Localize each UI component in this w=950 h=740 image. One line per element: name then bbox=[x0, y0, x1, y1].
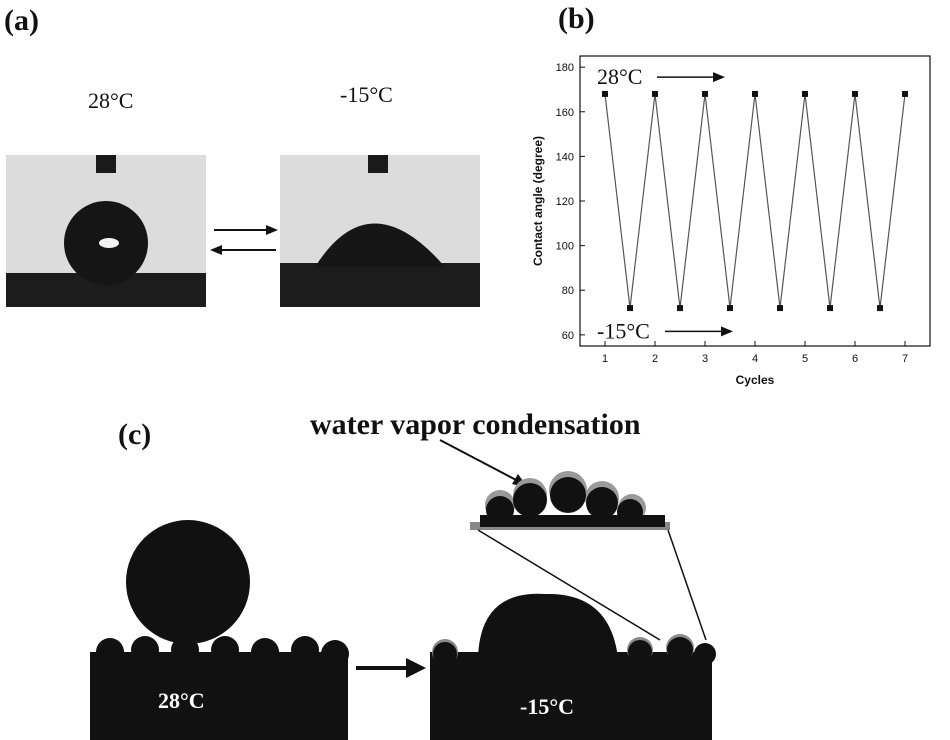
condensation-scheme: water vapor condensation bbox=[90, 408, 716, 740]
panel-label-b: (b) bbox=[558, 2, 595, 35]
data-point bbox=[852, 90, 858, 97]
x-tick-label: 6 bbox=[852, 353, 858, 365]
x-tick-label: 1 bbox=[602, 353, 608, 365]
data-point bbox=[677, 305, 683, 312]
x-tick-label: 2 bbox=[652, 353, 658, 365]
needle bbox=[368, 155, 388, 173]
series-line bbox=[604, 93, 906, 309]
x-tick-label: 4 bbox=[752, 353, 758, 365]
y-tick-label: 60 bbox=[562, 330, 574, 342]
reversible-arrows bbox=[210, 225, 278, 255]
right-droplet bbox=[478, 593, 618, 658]
chart-ticks: 60 80 100 120 140 160 180 1 2 3 4 5 6 7 bbox=[556, 62, 908, 365]
data-point bbox=[652, 90, 658, 97]
chart-series bbox=[602, 90, 908, 312]
scheme-right-temp: -15°C bbox=[520, 694, 574, 719]
left-substrate bbox=[90, 636, 349, 740]
chart-annotations: 28°C -15°C bbox=[597, 64, 733, 343]
needle bbox=[96, 155, 116, 173]
data-point bbox=[902, 90, 908, 97]
y-tick-label: 120 bbox=[556, 196, 574, 208]
y-tick-label: 160 bbox=[556, 107, 574, 119]
droplet-highlight bbox=[99, 238, 119, 248]
droplet-photo-minus15c bbox=[280, 155, 480, 307]
data-point bbox=[827, 305, 833, 312]
data-point bbox=[802, 90, 808, 97]
droplet-photo-28c-drawing bbox=[6, 155, 206, 307]
data-point bbox=[752, 90, 758, 97]
scheme-title-arrow bbox=[439, 439, 521, 483]
data-point bbox=[702, 90, 708, 97]
y-tick-label: 80 bbox=[562, 285, 574, 297]
zoom-line-right bbox=[667, 529, 707, 641]
annotation-label: -15°C bbox=[597, 318, 650, 343]
data-point bbox=[602, 90, 608, 97]
panel-label-a: (a) bbox=[4, 4, 39, 37]
panel-label-c: (c) bbox=[118, 418, 152, 451]
scheme-title: water vapor condensation bbox=[310, 408, 641, 441]
photo-left-temp-label: 28°C bbox=[88, 88, 134, 113]
droplet-photo-28c bbox=[6, 155, 206, 307]
zoom-line-left bbox=[477, 529, 661, 641]
droplet-photo-minus15c-drawing bbox=[280, 155, 480, 307]
contact-angle-chart: Cycles Contact angle (degree) 60 80 100 120 1… bbox=[531, 55, 931, 387]
scheme-left-temp: 28°C bbox=[158, 688, 205, 713]
x-tick-label: 3 bbox=[702, 353, 708, 365]
zoomed-surface bbox=[470, 471, 670, 530]
photo-right-temp-label: -15°C bbox=[340, 82, 393, 107]
x-axis-title: Cycles bbox=[736, 373, 775, 387]
data-point bbox=[877, 305, 883, 312]
left-droplet bbox=[126, 520, 250, 644]
data-point bbox=[627, 305, 633, 312]
y-tick-label: 100 bbox=[556, 241, 574, 253]
data-point bbox=[777, 305, 783, 312]
annotation-label: 28°C bbox=[597, 64, 642, 89]
y-tick-label: 180 bbox=[556, 62, 574, 74]
data-point bbox=[727, 305, 733, 312]
annotation-arrowhead bbox=[721, 326, 733, 337]
x-tick-label: 7 bbox=[902, 353, 908, 365]
annotation-arrowhead bbox=[713, 72, 725, 83]
droplet bbox=[315, 223, 445, 267]
x-tick-label: 5 bbox=[802, 353, 808, 365]
right-substrate bbox=[430, 634, 716, 740]
plot-frame bbox=[579, 55, 931, 347]
y-axis-title: Contact angle (degree) bbox=[531, 136, 545, 266]
y-tick-label: 140 bbox=[556, 151, 574, 163]
substrate bbox=[280, 263, 480, 307]
